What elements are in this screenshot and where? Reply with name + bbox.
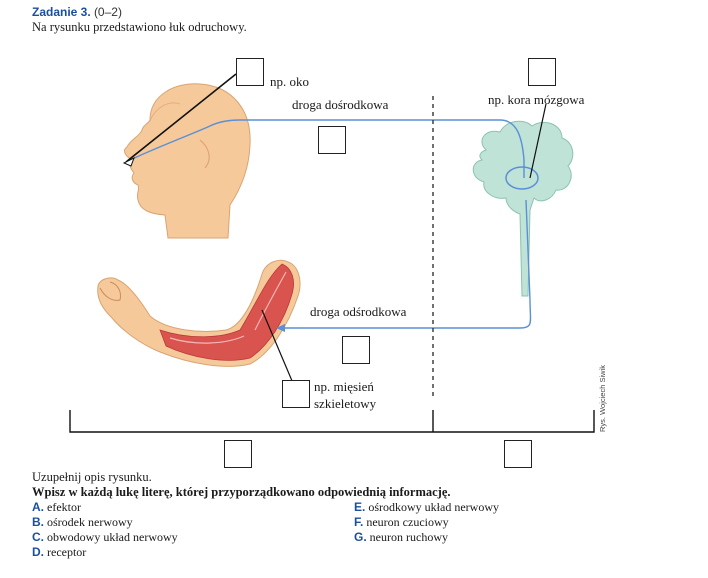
task-points: (0–2): [93, 5, 122, 19]
option-c: C.obwodowy układ nerwowy: [32, 530, 178, 544]
option-f: F.neuron czuciowy: [354, 515, 449, 529]
task-header: Zadanie 3. (0–2): [32, 4, 122, 20]
option-g: G.neuron ruchowy: [354, 530, 448, 544]
eye-pointer-head: [122, 156, 135, 167]
option-b: B.ośrodek nerwowy: [32, 515, 133, 529]
answer-box-center[interactable]: [528, 58, 556, 86]
label-afferent: droga dośrodkowa: [292, 97, 389, 112]
instruction-bold: Wpisz w każdą lukę literę, której przypo…: [32, 485, 451, 499]
answer-box-receptor[interactable]: [236, 58, 264, 86]
illustration-credit: Rys. Wojciech Siwik: [598, 365, 607, 432]
label-eye: np. oko: [270, 74, 309, 89]
option-a: A.efektor: [32, 500, 81, 514]
answer-box-afferent[interactable]: [318, 126, 346, 154]
answer-box-central[interactable]: [504, 440, 532, 468]
answer-box-effector[interactable]: [282, 380, 310, 408]
cortex-pointer: [529, 103, 547, 179]
reflex-arc-figure: [69, 73, 595, 433]
head-illustration: [124, 83, 251, 239]
task-intro: Na rysunku przedstawiono łuk odruchowy.: [32, 20, 247, 34]
efferent-path: [280, 199, 532, 329]
label-efferent: droga odśrodkowa: [310, 304, 407, 319]
afferent-path: [125, 119, 525, 178]
efferent-arrowhead: [276, 324, 285, 332]
label-muscle-line1: np. mięsień: [314, 379, 374, 394]
brain-illustration: [472, 120, 574, 297]
arm-illustration: [97, 259, 301, 367]
answer-box-peripheral[interactable]: [224, 440, 252, 468]
answer-box-efferent[interactable]: [342, 336, 370, 364]
label-cortex: np. kora mózgowa: [488, 92, 585, 107]
instruction-line: Uzupełnij opis rysunku.: [32, 470, 152, 484]
option-d: D.receptor: [32, 545, 87, 559]
option-e: E.ośrodkowy układ nerwowy: [354, 500, 499, 514]
task-label: Zadanie 3.: [32, 5, 91, 19]
eye-pointer: [125, 73, 237, 163]
bottom-bracket: [69, 410, 595, 433]
label-muscle-line2: szkieletowy: [314, 396, 377, 411]
